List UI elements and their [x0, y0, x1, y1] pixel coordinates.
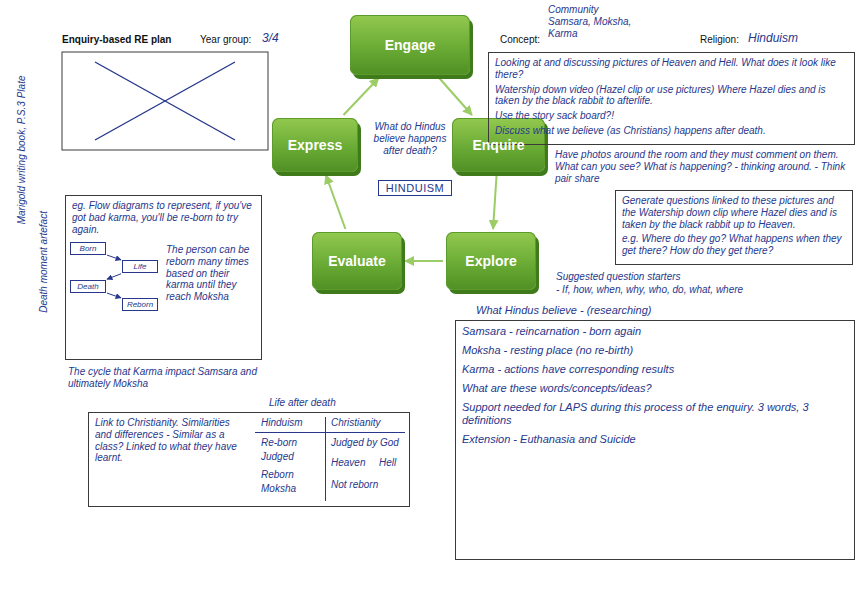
note-label: Marigold writing book, P.S.3 Plate: [16, 50, 28, 250]
sketch-arrow: [107, 293, 121, 298]
note-text: Life: [125, 262, 155, 271]
table-cell: Judged: [261, 451, 294, 463]
activity-box: Looking at and discussing pictures of He…: [488, 52, 855, 145]
stage-box: Engage: [350, 15, 470, 75]
empty-box: [62, 52, 268, 150]
stage-box: Explore: [446, 232, 536, 290]
stage-name: Enquire: [472, 137, 524, 153]
note-label: What do Hindus believe happens after dea…: [370, 121, 450, 156]
cycle-arrow: [344, 78, 379, 115]
table-cell: Judged by God: [331, 437, 399, 449]
stage-box: Express: [272, 118, 358, 172]
field-label: Religion:: [700, 34, 739, 45]
table-cell: Moksha: [261, 483, 296, 495]
note-text: Moksha - resting place (no re-birth): [462, 344, 848, 357]
note-text: Extension - Euthanasia and Suicide: [462, 433, 848, 446]
note-text: Watership down video (Hazel clip or use …: [495, 84, 848, 108]
table-cell: Not reborn: [331, 479, 378, 491]
sketch-box: Death: [70, 280, 106, 293]
note-label: Death moment artefact: [38, 197, 50, 327]
note-text: Link to Christianity. Similarities and d…: [95, 417, 245, 464]
note-text: Reborn: [125, 300, 155, 309]
sketch-box: Reborn: [122, 298, 158, 311]
note-label: 3/4: [262, 31, 279, 45]
note-label: Suggested question starters: [556, 271, 806, 283]
sketch-arrow: [107, 255, 121, 260]
table-cell: Reborn: [261, 469, 294, 481]
note-text: Support needed for LAPS during this proc…: [462, 401, 848, 427]
note-text: Looking at and discussing pictures of He…: [495, 57, 848, 81]
stage-name: Explore: [465, 253, 516, 269]
note-label: - If, how, when, why, who, do, what, whe…: [556, 284, 846, 296]
activity-box: What Hindus believe - (researching)Samsa…: [455, 320, 855, 560]
table-rule: [255, 432, 405, 433]
stage-name: Express: [288, 137, 342, 153]
note-text: What are these words/concepts/ideas?: [462, 382, 848, 395]
heading-text: Life after death: [269, 397, 409, 409]
note-text: HINDUISM: [384, 182, 446, 194]
cross-line: [95, 62, 235, 140]
field-label: Concept:: [500, 34, 540, 45]
table-cell: Hell: [379, 457, 396, 469]
table-rule: [325, 417, 326, 501]
note-text: Discuss what we believe (as Christians) …: [495, 125, 848, 137]
heading-text: What Hindus believe - (researching): [476, 304, 836, 317]
stage-name: Engage: [385, 37, 436, 53]
cycle-arrow: [493, 175, 496, 229]
cross-line: [95, 62, 235, 140]
cycle-arrow: [326, 175, 346, 229]
table-cell: Christianity: [331, 417, 380, 429]
activity-box: Life after deathLink to Christianity. Si…: [88, 412, 410, 507]
plan-title: Enquiry-based RE plan: [62, 34, 171, 45]
field-label: Year group:: [200, 34, 251, 45]
note-text: e.g. Where do they go? What happens when…: [622, 233, 846, 257]
stage-name: Evaluate: [328, 253, 386, 269]
note-text: Born: [73, 244, 103, 253]
topic-box: HINDUISM: [378, 180, 452, 196]
table-cell: Heaven: [331, 457, 365, 469]
note-text: Use the story sack board?!: [495, 110, 848, 122]
activity-box: eg. Flow diagrams to represent, if you'v…: [65, 195, 262, 360]
cycle-arrow: [405, 260, 443, 262]
activity-box: Generate questions linked to these pictu…: [615, 190, 853, 265]
note-label: Hinduism: [748, 31, 798, 45]
note-label: Community Samsara, Moksha, Karma: [548, 4, 633, 39]
note-text: Generate questions linked to these pictu…: [622, 195, 846, 230]
sketch-arrow: [107, 274, 121, 279]
cycle-arrow: [439, 78, 472, 115]
heading-text: The person can be reborn many times base…: [166, 244, 256, 303]
note-label: Have photos around the room and they mus…: [555, 149, 850, 184]
note-text: eg. Flow diagrams to represent, if you'v…: [72, 200, 255, 235]
table-cell: Re-born: [261, 437, 297, 449]
table-cell: Hinduism: [261, 417, 303, 429]
note-text: Samsara - reincarnation - born again: [462, 325, 848, 338]
sketch-box: Life: [122, 260, 158, 273]
sketch-box: Born: [70, 242, 106, 255]
note-text: Death: [73, 282, 103, 291]
note-text: Karma - actions have corresponding resul…: [462, 363, 848, 376]
note-label: The cycle that Karma impact Samsara and …: [68, 366, 263, 390]
stage-box: Evaluate: [312, 232, 402, 290]
